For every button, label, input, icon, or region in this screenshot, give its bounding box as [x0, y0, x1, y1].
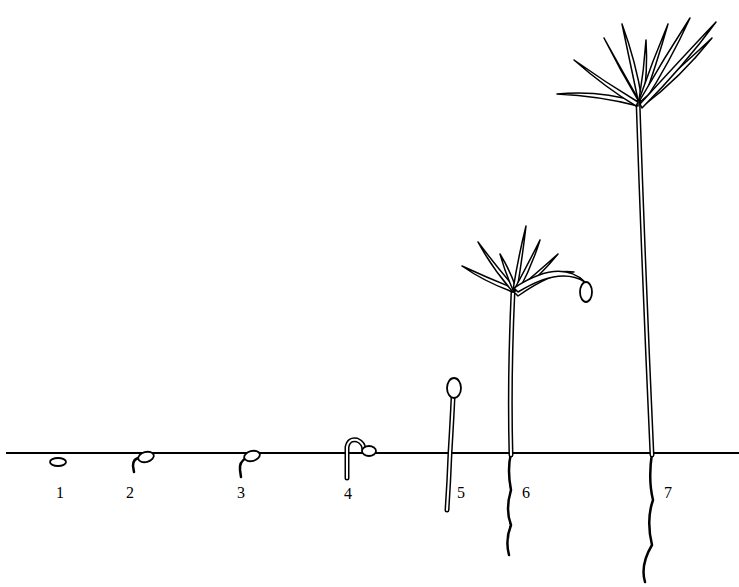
callout-number: 6: [522, 485, 530, 501]
root: [644, 453, 653, 582]
stem: [638, 102, 652, 455]
seedling-stage: [133, 450, 155, 472]
stem: [510, 292, 513, 455]
callout-number: 7: [664, 485, 672, 501]
callout-number: 5: [457, 485, 465, 501]
seed: [243, 449, 261, 463]
hypocotyl: [447, 398, 453, 510]
seed: [137, 450, 155, 464]
callout-number: 1: [56, 485, 64, 501]
seedling-stage: [347, 440, 376, 478]
stem: [510, 292, 513, 455]
seed: [50, 458, 66, 466]
cotyledon: [478, 242, 515, 292]
hypocotyl: [347, 440, 364, 478]
seed: [362, 446, 376, 456]
radicle: [240, 458, 246, 477]
seed-coat: [580, 282, 592, 302]
seed: [447, 378, 461, 398]
hypocotyl: [347, 440, 364, 478]
callout-number: 2: [126, 485, 134, 501]
callout-number: 3: [237, 485, 245, 501]
seedling-stage: [557, 18, 716, 582]
cotyledon: [640, 22, 716, 108]
hypocotyl: [447, 398, 453, 510]
root: [507, 453, 511, 555]
callout-number: 4: [344, 486, 352, 502]
cotyledon: [514, 271, 585, 292]
stem: [638, 102, 652, 455]
seedling-stage: [462, 226, 592, 555]
cotyledon: [622, 24, 642, 100]
seedling-stage: [240, 449, 261, 477]
